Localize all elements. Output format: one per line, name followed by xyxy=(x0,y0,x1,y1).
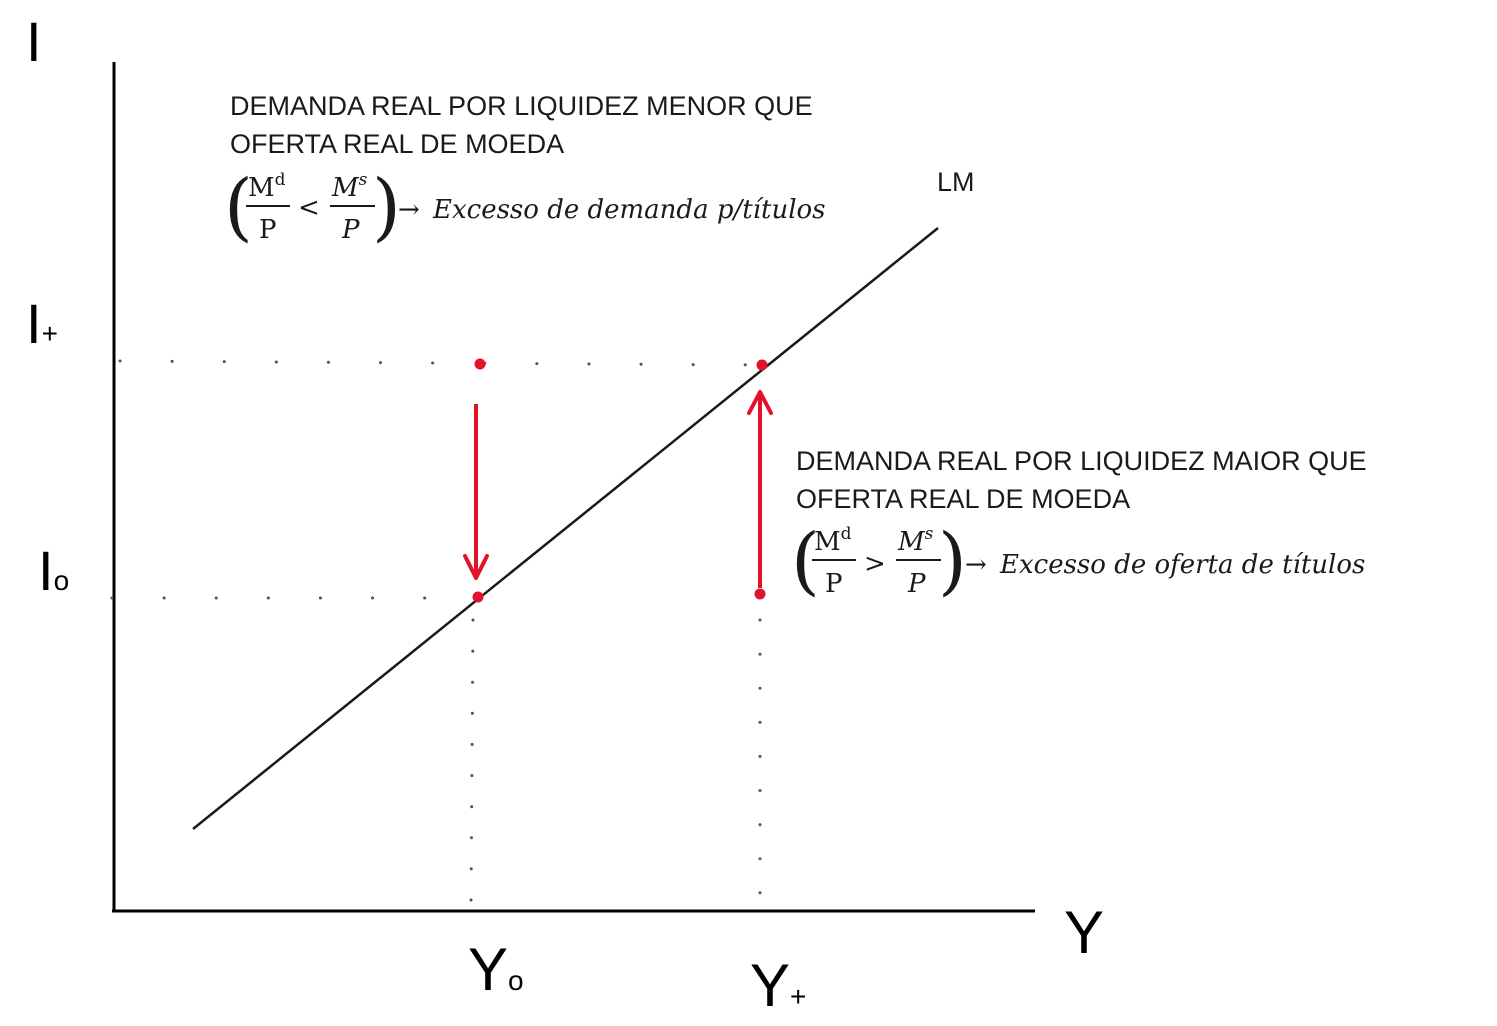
note-top-result: Excesso de demanda p/títulos xyxy=(432,195,826,225)
point-y-o-i-o xyxy=(472,591,484,603)
note-bottom-num-right: Ms xyxy=(897,524,934,557)
note-bottom: DEMANDA REAL POR LIQUIDEZ MAIOR QUE OFER… xyxy=(791,446,1367,604)
note-bottom-right-paren: ) xyxy=(938,518,967,604)
note-top-line1: DEMANDA REAL POR LIQUIDEZ MENOR QUE xyxy=(230,91,813,121)
tick-label-y-o-sub: o xyxy=(508,965,524,996)
guide-line-i-plus xyxy=(118,359,762,367)
tick-label-y-o-base: Y xyxy=(468,936,508,1003)
point-y-o-i-plus xyxy=(474,358,486,370)
tick-label-i-o-base: I xyxy=(38,539,54,602)
note-top: DEMANDA REAL POR LIQUIDEZ MENOR QUE OFER… xyxy=(224,91,826,250)
note-top-formula: ( Md P < Ms P ) → Excesso de demanda p/t… xyxy=(224,164,826,250)
tick-label-i-plus: I+ xyxy=(26,292,58,355)
down-arrow-head xyxy=(463,554,489,580)
y-axis-label: I xyxy=(26,10,42,73)
lm-curve xyxy=(192,227,939,830)
x-axis-label: Y xyxy=(1064,899,1104,966)
point-y-plus-i-plus xyxy=(756,359,768,371)
note-bottom-den-right: P xyxy=(907,569,926,599)
note-bottom-formula: ( Md P > Ms P ) → Excesso de oferta de t… xyxy=(791,518,1365,604)
point-y-plus-i-o xyxy=(754,588,766,600)
note-top-num-left: Md xyxy=(248,170,286,203)
tick-label-i-o-sub: o xyxy=(54,565,70,596)
guide-line-y-o xyxy=(469,618,475,907)
note-bottom-arrow: → xyxy=(965,550,987,580)
note-bottom-den-left: P xyxy=(825,569,843,599)
note-top-num-right: Ms xyxy=(331,170,368,203)
tick-label-i-plus-sub: + xyxy=(42,318,58,349)
note-top-den-right: P xyxy=(341,215,360,245)
note-top-den-left: P xyxy=(259,215,277,245)
note-top-right-paren: ) xyxy=(372,164,401,250)
note-bottom-line1: DEMANDA REAL POR LIQUIDEZ MAIOR QUE xyxy=(796,446,1367,476)
tick-label-i-plus-base: I xyxy=(26,292,42,355)
tick-label-y-plus-base: Y xyxy=(750,952,790,1019)
tick-label-y-o: Yo xyxy=(468,936,524,1003)
note-bottom-operator: > xyxy=(864,549,886,579)
lm-curve-label: LM xyxy=(937,167,975,197)
note-top-operator: < xyxy=(298,193,320,223)
note-bottom-line2: OFERTA REAL DE MOEDA xyxy=(796,484,1130,514)
note-bottom-num-left: Md xyxy=(814,524,852,557)
note-top-arrow: → xyxy=(398,195,420,225)
tick-label-y-plus: Y+ xyxy=(750,952,806,1019)
tick-label-y-plus-sub: + xyxy=(790,981,806,1012)
up-arrow-head xyxy=(747,390,773,415)
note-bottom-result: Excesso de oferta de títulos xyxy=(999,550,1365,580)
note-top-line2: OFERTA REAL DE MOEDA xyxy=(230,129,564,159)
tick-label-i-o: Io xyxy=(38,539,69,602)
